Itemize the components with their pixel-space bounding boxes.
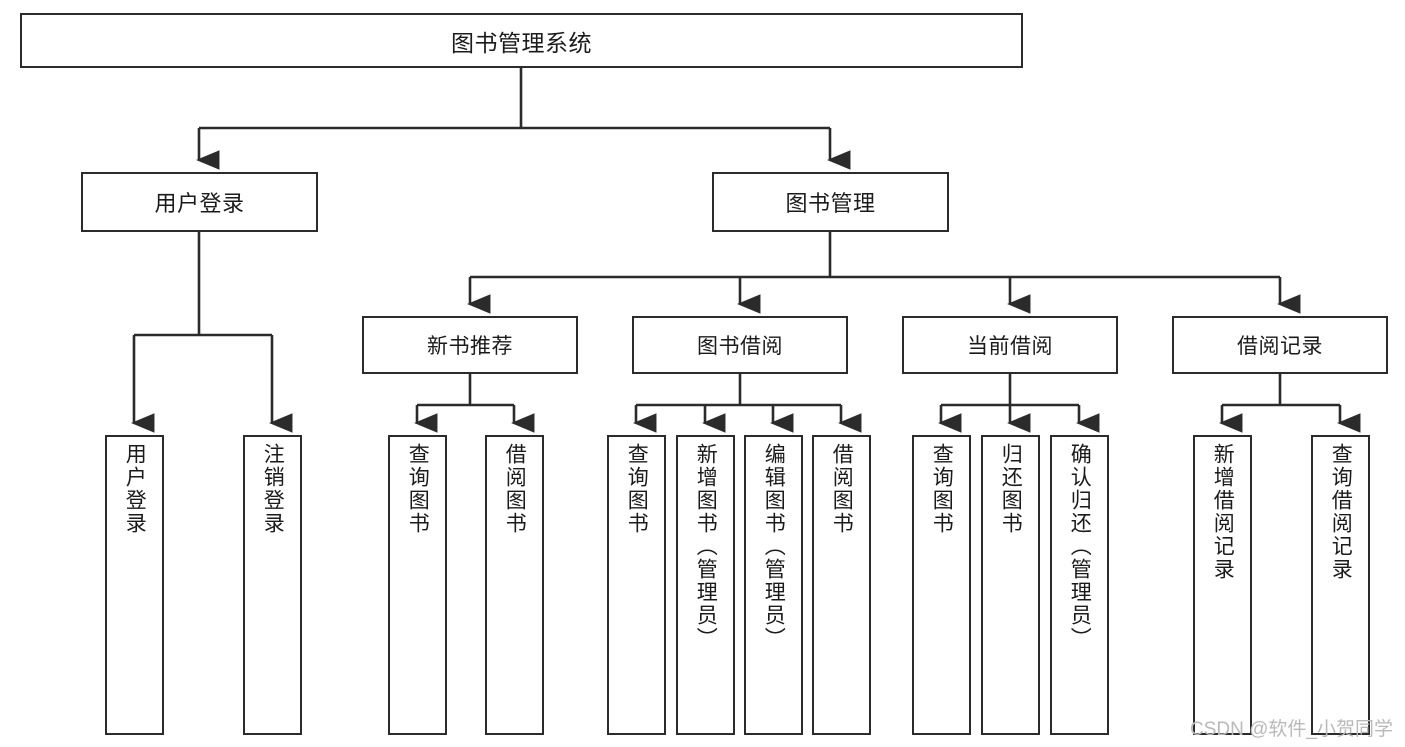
node-label: 图书管理 bbox=[785, 191, 876, 216]
node-label: 图书管理系统 bbox=[451, 29, 592, 56]
node-label: 用户登录 bbox=[154, 191, 245, 216]
leaf-borrow-add-book-admin[interactable]: 新增图书（管理员） bbox=[676, 435, 735, 735]
node-new-book-recommendation[interactable]: 新书推荐 bbox=[362, 316, 578, 374]
node-label: 编辑图书（管理员） bbox=[762, 443, 786, 650]
node-label: 当前借阅 bbox=[967, 335, 1053, 358]
leaf-current-confirm-return-admin[interactable]: 确认归还（管理员） bbox=[1050, 435, 1109, 735]
node-root-book-management-system[interactable]: 图书管理系统 bbox=[20, 13, 1023, 68]
leaf-borrow-edit-book-admin[interactable]: 编辑图书（管理员） bbox=[744, 435, 803, 735]
node-book-borrow[interactable]: 图书借阅 bbox=[632, 316, 848, 374]
node-label: 用户登录 bbox=[123, 443, 147, 535]
node-label: 查询借阅记录 bbox=[1329, 443, 1353, 581]
node-label: 注销登录 bbox=[261, 443, 285, 535]
node-label: 新增借阅记录 bbox=[1211, 443, 1235, 581]
node-label: 查询图书 bbox=[930, 443, 954, 535]
node-label: 新增图书（管理员） bbox=[694, 443, 718, 650]
node-book-management[interactable]: 图书管理 bbox=[712, 172, 949, 232]
leaf-current-query-books[interactable]: 查询图书 bbox=[912, 435, 971, 735]
leaf-borrow-borrow-books[interactable]: 借阅图书 bbox=[812, 435, 871, 735]
node-user-login[interactable]: 用户登录 bbox=[81, 172, 318, 232]
node-label: 借阅记录 bbox=[1237, 335, 1323, 358]
leaf-new-book-query-books[interactable]: 查询图书 bbox=[388, 435, 447, 735]
leaf-borrow-query-books[interactable]: 查询图书 bbox=[607, 435, 666, 735]
leaf-new-book-borrow-books[interactable]: 借阅图书 bbox=[485, 435, 544, 735]
node-label: 图书借阅 bbox=[697, 335, 783, 358]
leaf-record-query-borrow-record[interactable]: 查询借阅记录 bbox=[1311, 435, 1370, 735]
leaf-user-login-signin[interactable]: 用户登录 bbox=[105, 435, 164, 735]
node-label: 借阅图书 bbox=[830, 443, 854, 535]
node-label: 确认归还（管理员） bbox=[1068, 443, 1092, 650]
node-current-borrow[interactable]: 当前借阅 bbox=[902, 316, 1118, 374]
node-label: 查询图书 bbox=[406, 443, 430, 535]
node-label: 借阅图书 bbox=[503, 443, 527, 535]
leaf-user-login-signout[interactable]: 注销登录 bbox=[243, 435, 302, 735]
leaf-record-add-borrow-record[interactable]: 新增借阅记录 bbox=[1193, 435, 1252, 735]
node-borrow-record[interactable]: 借阅记录 bbox=[1172, 316, 1388, 374]
leaf-current-return-books[interactable]: 归还图书 bbox=[981, 435, 1040, 735]
node-label: 查询图书 bbox=[625, 443, 649, 535]
node-label: 归还图书 bbox=[999, 443, 1023, 535]
node-label: 新书推荐 bbox=[427, 335, 513, 358]
